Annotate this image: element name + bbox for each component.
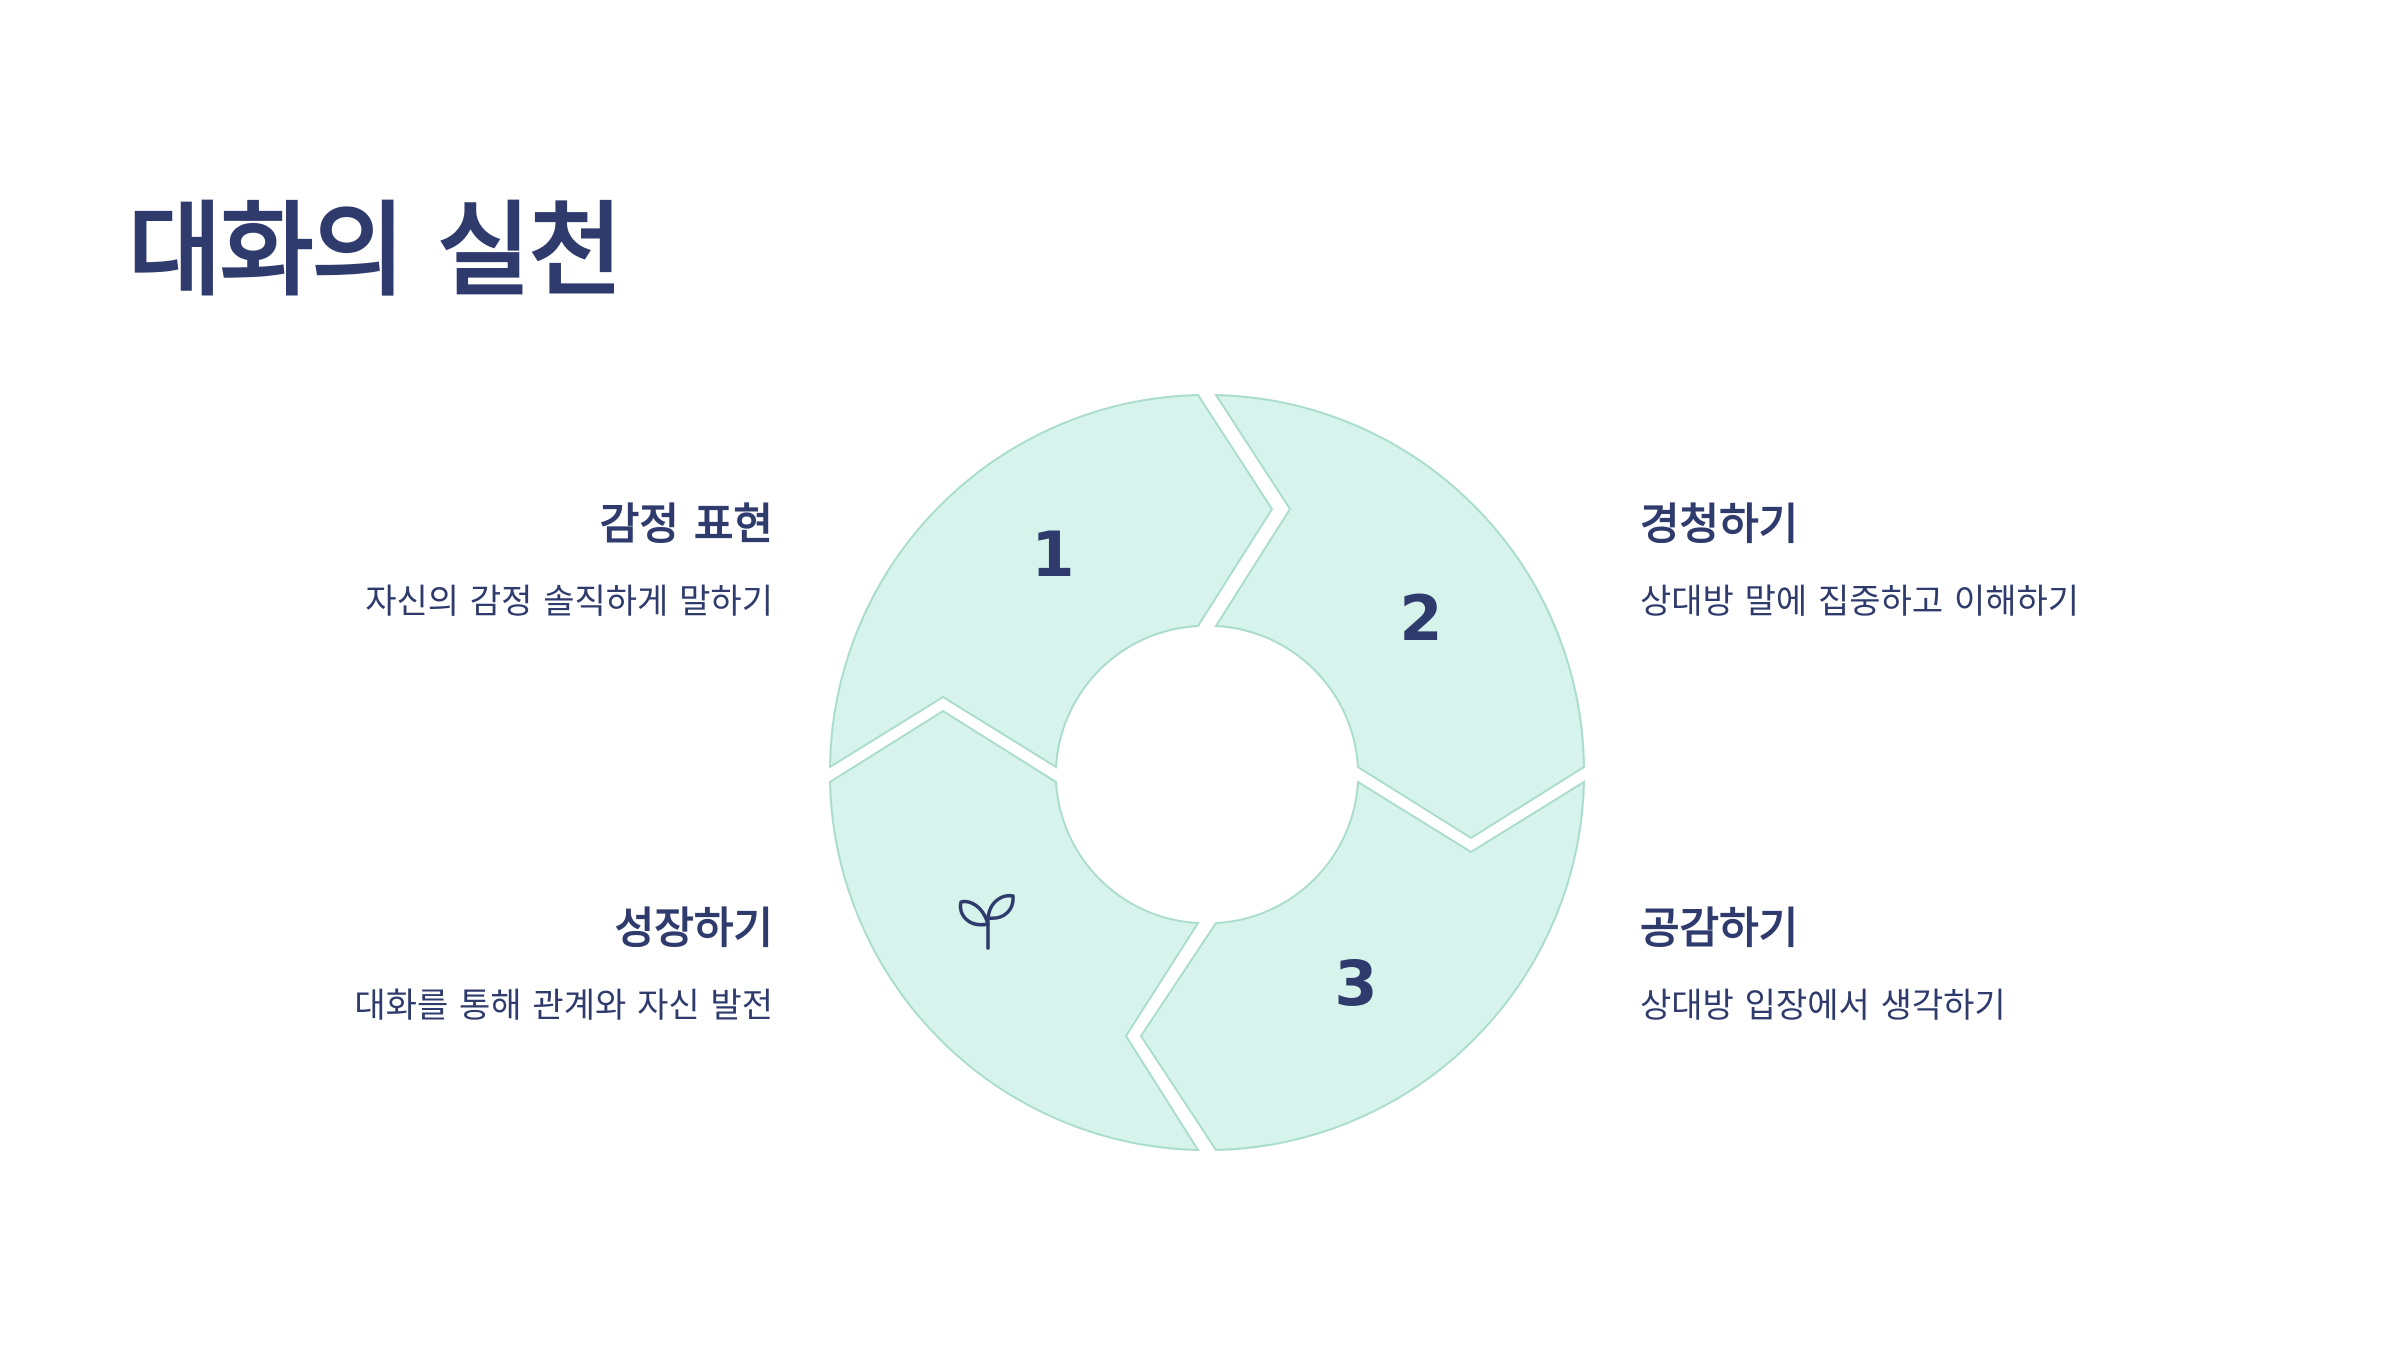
segment-number-2: 2 <box>1399 582 1442 655</box>
step-description: 상대방 입장에서 생각하기 <box>1640 985 2006 1026</box>
segment-number-1: 1 <box>1031 518 1074 591</box>
step-title: 성장하기 <box>614 904 773 954</box>
step-description: 자신의 감정 솔직하게 말하기 <box>365 581 773 622</box>
step-emotion-expression: 감정 표현 자신의 감정 솔직하게 말하기 <box>153 500 773 622</box>
cycle-segment-3 <box>1139 780 1586 1152</box>
sprout-icon <box>958 893 1015 950</box>
step-description: 상대방 말에 집중하고 이해하기 <box>1640 581 2080 622</box>
page-title: 대화의 실천 <box>128 192 623 311</box>
step-listening: 경청하기 상대방 말에 집중하고 이해하기 <box>1640 500 2260 622</box>
cycle-segment-1 <box>828 393 1274 769</box>
step-title: 공감하기 <box>1640 904 1799 954</box>
step-title: 경청하기 <box>1640 500 1799 550</box>
step-description: 대화를 통해 관계와 자신 발전 <box>354 985 773 1026</box>
step-growth: 성장하기 대화를 통해 관계와 자신 발전 <box>153 904 773 1026</box>
step-title: 감정 표현 <box>599 500 773 550</box>
segment-number-3: 3 <box>1334 947 1377 1020</box>
cycle-segment-4 <box>828 709 1200 1152</box>
cycle-segment-2 <box>1214 393 1586 840</box>
step-empathy: 공감하기 상대방 입장에서 생각하기 <box>1640 904 2260 1026</box>
